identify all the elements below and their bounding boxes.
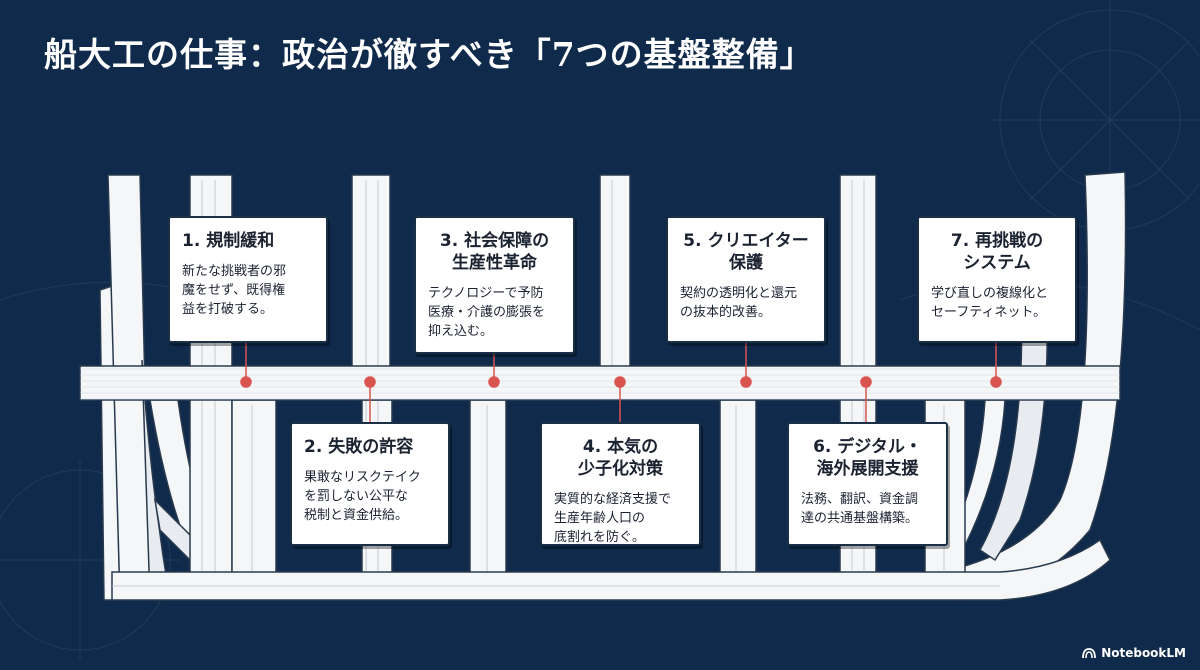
connector-dot bbox=[614, 376, 626, 388]
item-card-4: 4. 本気の 少子化対策 実質的な経済支援で 生産年齢人口の 底割れを防ぐ。 bbox=[540, 422, 701, 546]
brand-watermark: NotebookLM bbox=[1082, 646, 1186, 660]
connector-dot bbox=[740, 376, 752, 388]
item-body: 新たな挑戦者の邪 魔をせず、既得権 益を打破する。 bbox=[182, 264, 287, 317]
item-body: テクノロジーで予防 医療・介護の膨張を 抑え込む。 bbox=[428, 286, 546, 339]
brand-name: NotebookLM bbox=[1101, 646, 1186, 660]
connector-dot bbox=[860, 376, 872, 388]
item-heading: 7. 再挑戦の システム bbox=[950, 231, 1044, 273]
item-card-3: 3. 社会保障の 生産性革命 テクノロジーで予防 医療・介護の膨張を 抑え込む。 bbox=[414, 216, 575, 354]
connectors bbox=[240, 343, 1002, 422]
item-card-5: 5. クリエイター 保護 契約の透明化と還元 の抜本的改善。 bbox=[666, 216, 826, 343]
item-body: 実質的な経済支援で 生産年齢人口の 底割れを防ぐ。 bbox=[554, 492, 672, 545]
item-card-7: 7. 再挑戦の システム 学び直しの複線化と セーフティネット。 bbox=[917, 216, 1077, 343]
connector-dot bbox=[364, 376, 376, 388]
item-body: 学び直しの複線化と セーフティネット。 bbox=[931, 286, 1049, 320]
keel bbox=[111, 538, 1111, 601]
item-heading: 1. 規制緩和 bbox=[182, 231, 275, 251]
item-body: 果敢なリスクテイク を罰しない公平な 税制と資金供給。 bbox=[304, 470, 421, 523]
connector-dot bbox=[488, 376, 500, 388]
item-card-6: 6. デジタル・ 海外展開支援 法務、翻訳、資金調 達の共通基盤構築。 bbox=[787, 422, 948, 546]
connector-dot bbox=[990, 376, 1002, 388]
item-heading: 2. 失敗の許容 bbox=[304, 437, 414, 457]
item-body: 法務、翻訳、資金調 達の共通基盤構築。 bbox=[801, 492, 919, 526]
item-card-1: 1. 規制緩和 新たな挑戦者の邪 魔をせず、既得権 益を打破する。 bbox=[168, 216, 328, 343]
item-heading: 3. 社会保障の 生産性革命 bbox=[439, 231, 550, 273]
page-title: 船大工の仕事：政治が徹すべき「7つの基盤整備」 bbox=[44, 35, 814, 74]
item-card-2: 2. 失敗の許容 果敢なリスクテイク を罰しない公平な 税制と資金供給。 bbox=[290, 422, 450, 546]
item-heading: 4. 本気の 少子化対策 bbox=[578, 437, 663, 479]
notebooklm-logo-icon bbox=[1082, 648, 1097, 659]
item-heading: 5. クリエイター 保護 bbox=[683, 231, 809, 273]
horizontal-beam bbox=[79, 365, 1121, 401]
connector-dot bbox=[240, 376, 252, 388]
item-heading: 6. デジタル・ 海外展開支援 bbox=[813, 437, 922, 479]
item-body: 契約の透明化と還元 の抜本的改善。 bbox=[680, 286, 798, 320]
